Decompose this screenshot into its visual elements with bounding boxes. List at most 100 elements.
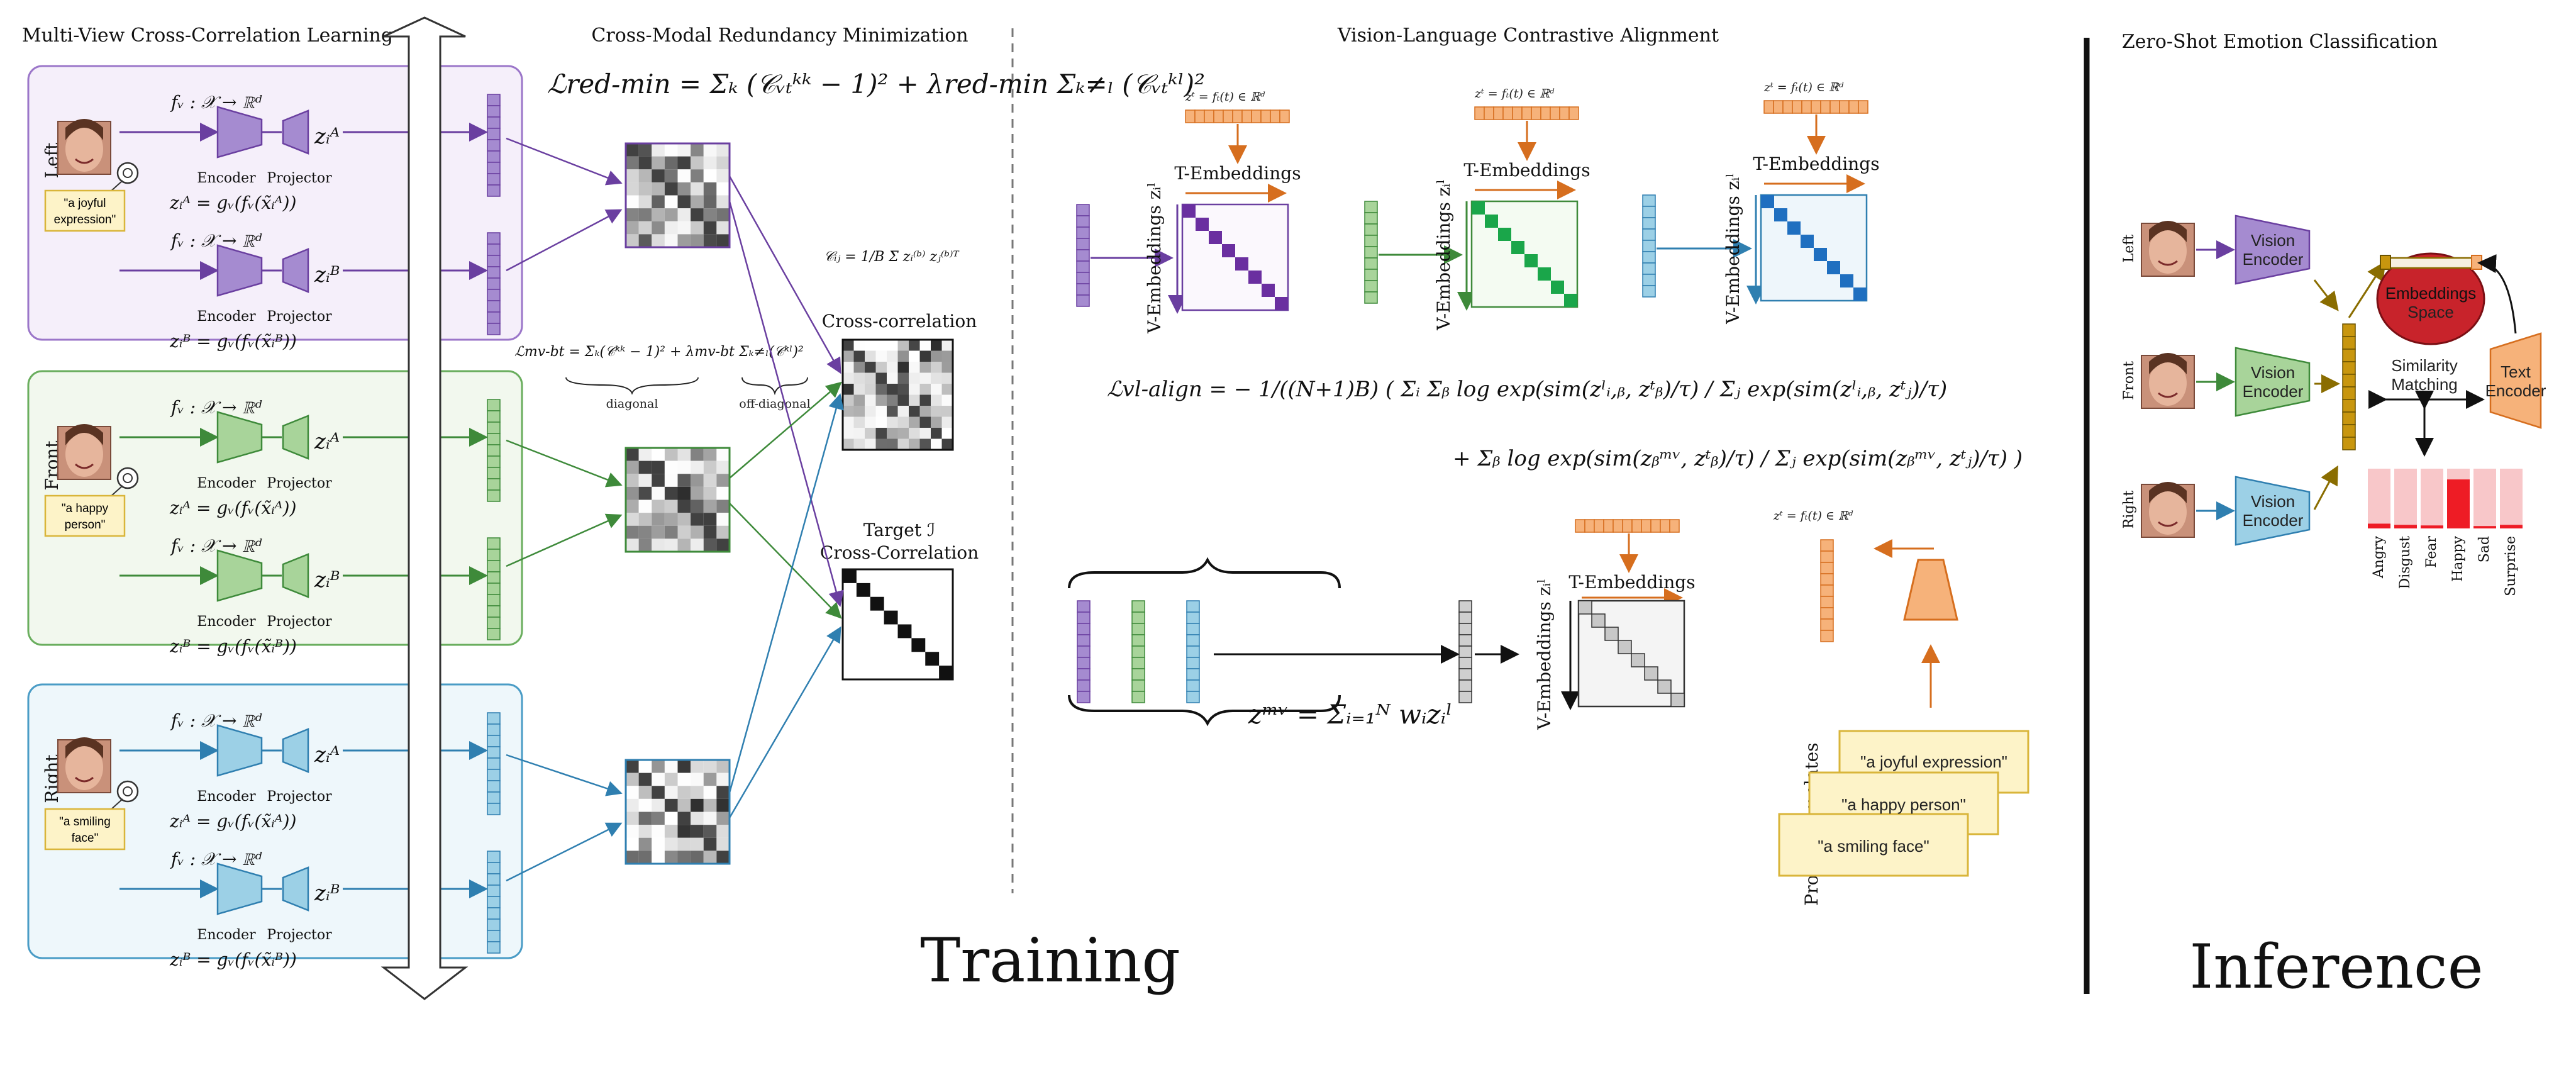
face-image <box>57 424 111 480</box>
zmv-cell <box>1458 611 1472 624</box>
matrix-cell <box>853 394 865 406</box>
vl-diag-cell <box>1631 653 1645 667</box>
matrix-cell <box>652 143 665 157</box>
matrix-cell <box>652 448 665 461</box>
matrix-cell <box>638 538 652 552</box>
matrix-cell <box>909 394 920 406</box>
matrix-cell <box>626 786 639 799</box>
llm-icon-inner <box>123 168 133 178</box>
vector-cell <box>487 116 501 129</box>
t-embedding-vector <box>1185 109 1290 123</box>
zmv-cell <box>1458 691 1472 703</box>
t-cell <box>1603 519 1614 533</box>
encoder-label: Encoder <box>197 789 256 805</box>
matrix-cell <box>677 195 691 209</box>
vector-cell <box>487 150 501 163</box>
matrix-cell <box>919 362 931 373</box>
zmv-cell <box>1458 657 1472 669</box>
matrix-cell <box>843 438 854 450</box>
text-encoder-label-1: Text <box>2501 362 2531 381</box>
matrix-cell <box>652 156 665 170</box>
vision-encoder-label-2: Encoder <box>2243 250 2304 269</box>
z-eq: zᵢᴮ = gᵥ(fᵥ(x̃ᵢᴮ)) <box>169 331 297 352</box>
fusion-cell <box>1077 634 1091 647</box>
matrix-cell <box>664 234 678 247</box>
t-embedding-vector <box>1575 519 1680 533</box>
fv-label: fᵥ : 𝒳 → ℝᵈ <box>170 710 262 731</box>
matrix-cell <box>677 169 691 182</box>
matrix-cell <box>677 773 691 786</box>
matrix-cell <box>716 760 730 773</box>
fusion-cell <box>1131 679 1145 692</box>
bar-disgust <box>2394 525 2417 528</box>
fusion-vectors <box>1077 600 1472 703</box>
vector-cell <box>487 300 501 313</box>
matrix-cell <box>897 428 909 439</box>
matrix-cell <box>626 812 639 825</box>
bar-label-fear: Fear <box>2424 536 2440 568</box>
encoder-label: Encoder <box>197 170 256 186</box>
v-cell <box>1642 285 1656 298</box>
matrix-cell <box>843 350 854 362</box>
prompt-box <box>44 494 126 537</box>
vector-cell <box>487 232 501 245</box>
t-cell <box>1484 106 1494 120</box>
t-emb-formula: zᵗ = fₜ(t) ∈ ℝᵈ <box>1763 81 1844 94</box>
matrix-cell <box>677 499 691 513</box>
matrix-cell <box>691 760 704 773</box>
encoder-trapezoid <box>216 411 263 464</box>
matrix-cell <box>931 416 942 428</box>
cross-correlation-label: Cross-correlation <box>822 311 977 332</box>
matrix-cell <box>691 208 704 221</box>
embedding-vector <box>487 851 501 954</box>
vl-diag-cell <box>1538 267 1551 281</box>
z-eq: zᵢᴮ = gᵥ(fᵥ(x̃ᵢᴮ)) <box>169 636 297 657</box>
vl-block-2: zᵗ = fₜ(t) ∈ ℝᵈT-EmbeddingsV-Embeddings … <box>1364 87 1591 331</box>
face-smile <box>75 776 94 783</box>
vector-cell <box>487 444 501 457</box>
t-cell <box>1848 100 1859 114</box>
matrix-cell <box>638 499 652 513</box>
matrix-cell <box>865 372 876 384</box>
matrix-cell <box>875 428 887 439</box>
vl-diag-cell <box>1248 271 1262 284</box>
bar-label-disgust: Disgust <box>2397 536 2413 589</box>
matrix-cell <box>677 798 691 812</box>
vl-diag-cell <box>1578 600 1592 615</box>
matrix-cell <box>677 513 691 526</box>
t-cell <box>1540 106 1551 120</box>
matrix-cell <box>865 438 876 450</box>
fusion-cell <box>1077 600 1091 613</box>
matrix-cell <box>638 513 652 526</box>
matrix-cell <box>703 460 717 474</box>
cc-matrix <box>841 338 954 451</box>
z-label: zᵢᴬ <box>314 742 340 767</box>
t-cell <box>1773 100 1784 114</box>
matrix-cell <box>626 760 639 773</box>
matrix-cell <box>626 525 639 539</box>
matrix-cell <box>638 525 652 539</box>
vl-diag-cell <box>1262 284 1275 297</box>
v-cell <box>1642 240 1656 252</box>
matrix-cell <box>652 525 665 539</box>
matrix-cell <box>716 525 730 539</box>
correlation-matrices <box>506 137 954 882</box>
matrix-cell <box>652 538 665 552</box>
matrix-cell <box>638 143 652 157</box>
matrix-cell <box>897 384 909 395</box>
matrix-cell <box>677 825 691 838</box>
loss-vl-align: ℒvl-align = − 1/((N+1)B) ( Σᵢ Σᵦ log exp… <box>1107 377 1947 402</box>
vl-diag-cell <box>1761 195 1774 208</box>
vector-cell <box>487 277 501 290</box>
vl-diag-cell <box>1618 640 1632 654</box>
matrix-cell <box>664 786 678 799</box>
matrix-cell <box>664 182 678 196</box>
bar-bg-surprise <box>2500 469 2523 528</box>
matrix-cell <box>626 486 639 500</box>
v-cell <box>1076 283 1090 296</box>
concat-cell <box>2342 323 2356 337</box>
matrix-cell <box>887 372 898 384</box>
matrix-cell <box>865 428 876 439</box>
matrix-cell <box>664 486 678 500</box>
